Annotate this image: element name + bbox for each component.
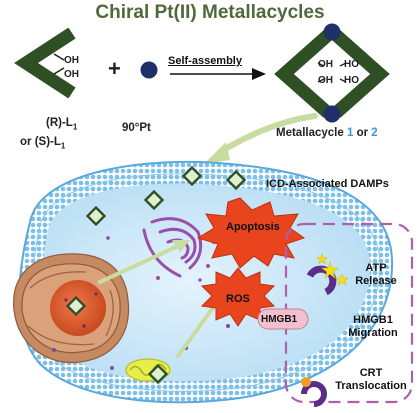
- hmgb1-migration-label: HMGB1 Migration: [348, 314, 398, 339]
- ligand-oh-top: OH: [64, 55, 79, 66]
- apoptosis-label: Apoptosis: [226, 221, 280, 233]
- metallacycle-oh-left-top: OH: [318, 59, 333, 70]
- ligand-label-s-text: or (S)-L: [20, 136, 61, 148]
- crt-translocation-label: CRT Translocation: [335, 367, 407, 392]
- atp-icon: [306, 253, 349, 296]
- ros-label: ROS: [226, 293, 250, 305]
- ligand-oh-bottom: OH: [64, 69, 79, 80]
- figure-title: Chiral Pt(II) Metallacycles: [95, 2, 325, 23]
- crt-icon: [301, 377, 327, 407]
- ligand-oh-bonds: [53, 53, 65, 75]
- ligand-chevron: [14, 28, 76, 98]
- metallacycle-label: Metallacycle 1 or 2: [276, 127, 378, 139]
- ros-starburst: [200, 267, 276, 327]
- ligand-label-r: (R)-L1: [46, 117, 77, 131]
- self-assembly-label: Self-assembly: [168, 55, 242, 67]
- metallacycle-label-1: 1: [346, 127, 354, 139]
- hmgb1-pill-label: HMGB1: [261, 314, 298, 325]
- hmgb1-pill: [257, 308, 309, 330]
- metallacycle-ho-right-bottom: HO: [344, 75, 359, 86]
- metallacycle-label-or: or: [353, 127, 372, 139]
- ligand-label-r-sub: 1: [72, 122, 78, 132]
- apoptosis-starburst: [196, 197, 306, 269]
- uptake-arrow: [204, 113, 318, 164]
- metallacycle-label-2: 2: [371, 127, 378, 139]
- atp-release-label: ATP Release: [355, 262, 397, 287]
- ligand-label-s-sub: 1: [60, 141, 66, 151]
- icd-damps-label: ICD-Associated DAMPs: [266, 178, 389, 190]
- metallacycle-label-prefix: Metallacycle: [276, 127, 347, 139]
- plus-sign: +: [108, 56, 121, 81]
- ligand-label-s: or (S)-L1: [20, 136, 65, 150]
- cell-illustration: [13, 160, 414, 407]
- metallacycle-markers: [65, 165, 247, 385]
- metallacycle-oh-left-bottom: OH: [318, 75, 333, 86]
- ligand-label-r-text: (R)-L: [46, 117, 73, 129]
- metallacycle-ho-right-top: HO: [344, 59, 359, 70]
- pt-dot: [140, 61, 158, 79]
- pt-label: 90°Pt: [122, 122, 151, 134]
- metallacycle-structure: [274, 23, 390, 123]
- self-assembly-arrow: [170, 68, 266, 80]
